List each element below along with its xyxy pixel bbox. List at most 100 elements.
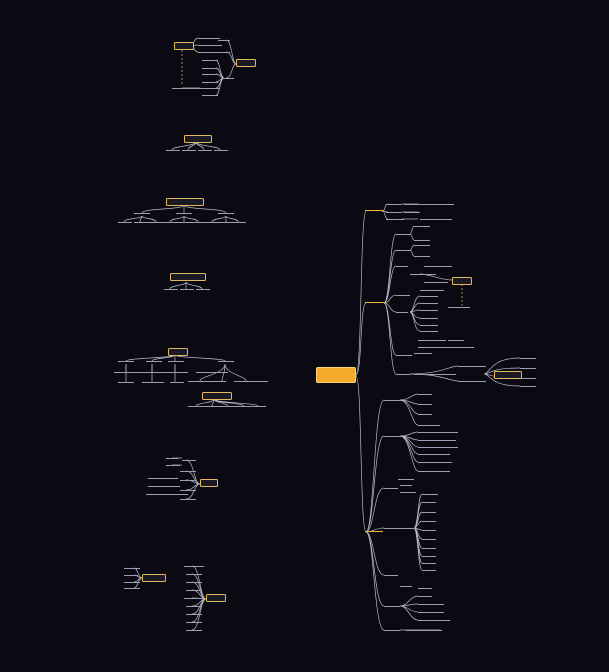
node[interactable] [420, 300, 438, 304]
cluster-7-side[interactable] [206, 594, 226, 602]
node[interactable] [218, 358, 234, 362]
node[interactable] [384, 433, 402, 437]
node[interactable] [140, 369, 168, 373]
node[interactable] [176, 210, 192, 214]
node[interactable] [520, 355, 536, 359]
node[interactable] [422, 518, 436, 522]
node[interactable] [420, 293, 438, 297]
node[interactable] [118, 379, 134, 383]
node[interactable] [218, 37, 230, 41]
node[interactable] [134, 210, 150, 214]
node[interactable] [386, 201, 402, 205]
node[interactable] [458, 363, 486, 367]
node[interactable] [114, 369, 140, 373]
node[interactable] [164, 286, 178, 290]
cluster-5-title[interactable] [168, 348, 188, 356]
callout-box[interactable] [452, 277, 472, 285]
node[interactable] [422, 553, 436, 557]
node[interactable] [422, 545, 436, 549]
node[interactable] [236, 403, 252, 407]
node[interactable] [196, 369, 228, 373]
node[interactable] [418, 451, 450, 455]
node[interactable] [234, 219, 246, 223]
node[interactable] [198, 35, 220, 39]
node[interactable] [396, 292, 410, 296]
node[interactable] [186, 603, 202, 607]
cluster-3-title[interactable] [166, 198, 204, 206]
node[interactable] [180, 496, 196, 500]
node[interactable] [166, 462, 180, 466]
node[interactable] [418, 401, 432, 405]
node[interactable] [418, 593, 432, 597]
node[interactable] [384, 525, 400, 529]
node[interactable] [406, 627, 442, 631]
node[interactable] [202, 65, 218, 69]
node[interactable] [148, 483, 180, 487]
node[interactable] [250, 403, 266, 407]
node[interactable] [404, 201, 418, 205]
node[interactable] [424, 279, 448, 283]
node[interactable] [234, 378, 268, 382]
node[interactable] [448, 337, 464, 341]
node[interactable] [424, 263, 452, 267]
node[interactable] [146, 358, 162, 362]
node[interactable] [418, 468, 450, 472]
node[interactable] [222, 75, 234, 79]
node[interactable] [166, 147, 180, 151]
node[interactable] [422, 509, 436, 513]
cluster-5-sub[interactable] [202, 392, 232, 400]
node[interactable] [180, 487, 196, 491]
node[interactable] [418, 422, 440, 426]
node[interactable] [188, 378, 216, 382]
node[interactable] [386, 209, 402, 213]
branch-1[interactable] [365, 206, 383, 211]
node[interactable] [118, 358, 134, 362]
node[interactable] [418, 437, 456, 441]
node[interactable] [182, 457, 196, 461]
node[interactable] [184, 563, 204, 567]
cluster-top-title[interactable] [174, 42, 194, 50]
node[interactable] [186, 627, 202, 631]
node[interactable] [422, 491, 438, 495]
node[interactable] [400, 583, 412, 587]
node[interactable] [220, 403, 236, 407]
node[interactable] [414, 223, 430, 227]
node[interactable] [422, 527, 436, 531]
node[interactable] [202, 85, 220, 89]
node[interactable] [142, 379, 164, 383]
node[interactable] [134, 219, 148, 223]
node[interactable] [520, 365, 536, 369]
node[interactable] [218, 49, 230, 53]
node[interactable] [418, 411, 432, 415]
node[interactable] [192, 219, 206, 223]
node[interactable] [396, 247, 410, 251]
cluster-7-title[interactable] [142, 574, 166, 582]
node[interactable] [418, 585, 432, 589]
cluster-2-title[interactable] [184, 135, 212, 143]
node[interactable] [384, 627, 400, 631]
node[interactable] [384, 572, 398, 576]
node[interactable] [420, 216, 452, 220]
node[interactable] [404, 209, 420, 213]
node[interactable] [178, 219, 192, 223]
node[interactable] [414, 371, 456, 375]
cluster-6-title[interactable] [200, 479, 218, 487]
node[interactable] [420, 287, 444, 291]
node[interactable] [418, 344, 450, 348]
node[interactable] [166, 369, 188, 373]
node[interactable] [214, 147, 228, 151]
node[interactable] [170, 379, 184, 383]
node[interactable] [384, 485, 398, 489]
node[interactable] [196, 286, 210, 290]
node[interactable] [218, 210, 234, 214]
node[interactable] [418, 609, 444, 613]
node[interactable] [418, 391, 432, 395]
node[interactable] [414, 350, 432, 354]
node[interactable] [422, 560, 436, 564]
node[interactable] [418, 459, 452, 463]
node[interactable] [180, 477, 196, 481]
node[interactable] [124, 565, 140, 569]
node[interactable] [164, 219, 178, 223]
node[interactable] [180, 468, 196, 472]
node[interactable] [418, 444, 458, 448]
